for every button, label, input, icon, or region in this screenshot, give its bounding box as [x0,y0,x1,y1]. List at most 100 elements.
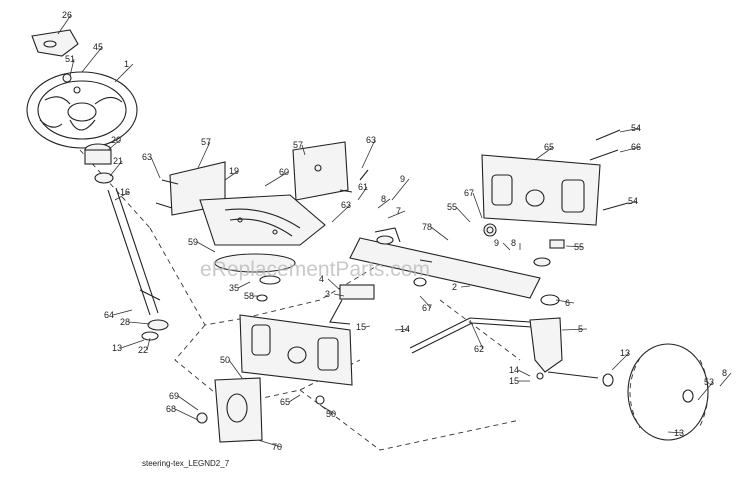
callout-8: 8 [381,194,386,204]
callout-13: 13 [674,428,684,438]
callout-50: 50 [326,409,336,419]
callout-leader-3 [333,293,345,297]
callout-leader-45 [81,46,103,73]
callout-62: 62 [474,344,484,354]
callout-leader-1 [114,63,134,83]
callout-60: 60 [279,167,289,177]
callout-leader-19 [224,170,239,181]
diagram-caption: steering-tex_LEGND2_7 [142,459,230,468]
callout-leader-4 [327,278,341,291]
callout-21: 21 [113,156,123,166]
callout-13: 13 [112,343,122,353]
callout-28: 28 [120,317,130,327]
callout-22: 22 [138,345,148,355]
callout-leader-9 [502,242,511,251]
callout-20: 20 [111,135,121,145]
callout-54: 54 [631,123,641,133]
callout-61: 61 [358,182,368,192]
callout-leader-16 [114,191,130,201]
callout-leader-28 [128,321,151,325]
callout-19: 19 [229,166,239,176]
steering-shaft [84,143,169,341]
callout-leader-54 [619,127,641,133]
callout-leader-14 [394,328,410,331]
callout-leader-5 [561,328,588,331]
callout-51: 51 [65,54,75,64]
callout-leader-64 [112,309,133,316]
callout-leader-67 [419,295,432,309]
callout-leader-50 [319,404,336,415]
pedal-bracket [196,377,325,443]
callout-leader-66 [619,146,641,153]
callout-63: 63 [142,152,152,162]
callout-leader-7 [387,210,406,219]
callout-leader-51 [69,58,75,77]
hub-bolt [62,73,81,94]
callout-leader-26 [57,14,72,35]
callout-59: 59 [188,237,198,247]
callout-14: 14 [400,324,410,334]
callout-4: 4 [319,274,324,284]
callout-55: 55 [447,202,457,212]
callout-35: 35 [229,283,239,293]
dash-panel [292,141,349,201]
callout-50: 50 [220,355,230,365]
callout-68: 68 [166,404,176,414]
callout-1: 1 [124,59,129,69]
callout-66: 66 [631,142,641,152]
callout-leader-63 [150,156,161,179]
callout-leader-57 [197,141,211,169]
drag-link [409,317,533,354]
callout-leader-59 [196,241,216,253]
front-panel-upper [481,154,601,226]
callout-leader-78 [430,226,449,241]
callout-5: 5 [578,324,583,334]
watermark: eReplacementParts.com [200,258,430,281]
callout-leader-6 [555,299,575,304]
callout-leader-14 [517,369,531,377]
callout-leader-67 [472,192,483,219]
callout-54: 54 [628,196,638,206]
callout-2: 2 [452,282,457,292]
callout-9: 9 [400,174,405,184]
callout-leader-9 [391,178,410,201]
callout-15: 15 [509,376,519,386]
axle-pivot [329,277,427,325]
callout-8: 8 [511,238,516,248]
callout-14: 14 [509,365,519,375]
callout-67: 67 [464,188,474,198]
callout-leader-57 [301,144,306,156]
callout-leader-55 [565,245,584,248]
bolts [155,129,629,249]
wheel-cap [31,29,79,57]
callout-69: 69 [169,391,179,401]
callout-67: 67 [422,303,432,313]
callout-78: 78 [422,222,432,232]
front-tire [602,343,709,441]
callout-leader-70 [257,439,282,448]
callout-leader-8 [719,372,732,387]
callout-leader-60 [264,171,289,187]
front-axle [349,227,560,306]
spindle [529,317,599,380]
callout-leader-35 [237,281,251,289]
callout-leader-2 [460,285,471,288]
callout-leader-65 [534,146,554,161]
callout-leader-22 [146,337,151,351]
callout-16: 16 [120,187,130,197]
callout-6: 6 [565,298,570,308]
callout-leader-13 [611,352,630,371]
callout-53: 53 [704,377,714,387]
callout-leader-13 [120,339,145,349]
callout-leader-50 [228,359,243,379]
callout-leader-13 [667,431,684,434]
callout-63: 63 [366,135,376,145]
callout-65: 65 [280,397,290,407]
callout-64: 64 [104,310,114,320]
callout-7: 7 [396,206,401,216]
callout-9: 9 [494,238,499,248]
callout-leader-69 [177,395,199,411]
callout-leader-63 [361,139,376,169]
callout-3: 3 [325,289,330,299]
